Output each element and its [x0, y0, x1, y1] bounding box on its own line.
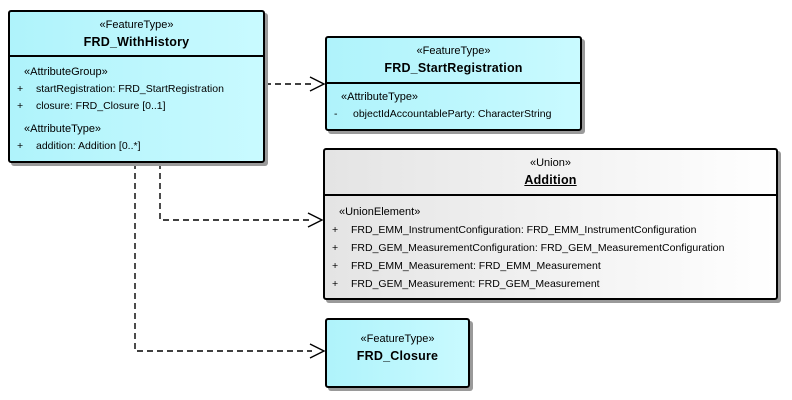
class-name: FRD_StartRegistration: [384, 61, 523, 75]
attribute-label: objectIdAccountableParty: CharacterStrin…: [353, 108, 552, 120]
stereotype-label: «FeatureType»: [360, 333, 435, 345]
union-element-heading: «UnionElement»: [339, 206, 421, 218]
class-header: «FeatureType» FRD_Closure: [327, 320, 468, 386]
visibility-marker: +: [332, 260, 339, 272]
dependency-arrow-withhistory-to-addition[interactable]: [159, 163, 324, 228]
class-name: FRD_Closure: [356, 349, 439, 363]
stereotype-label: «FeatureType»: [416, 45, 491, 57]
class-name: FRD_WithHistory: [83, 35, 190, 49]
visibility-marker: +: [332, 224, 339, 236]
attribute-compartment: «AttributeType» - objectIdAccountablePar…: [327, 84, 580, 123]
attribute-label: FRD_GEM_MeasurementConfiguration: FRD_GE…: [351, 242, 725, 254]
attribute-row[interactable]: + closure: FRD_Closure [0..1]: [10, 98, 263, 115]
attribute-label: FRD_GEM_Measurement: FRD_GEM_Measurement: [351, 278, 600, 290]
attribute-row[interactable]: + FRD_GEM_Measurement: FRD_GEM_Measureme…: [325, 275, 776, 293]
class-box-frd-startregistration[interactable]: «FeatureType» FRD_StartRegistration «Att…: [325, 36, 582, 131]
visibility-marker: -: [334, 108, 338, 120]
attribute-type-heading: «AttributeType»: [24, 123, 102, 135]
visibility-marker: +: [332, 278, 339, 290]
visibility-marker: +: [17, 140, 24, 152]
attribute-label: addition: Addition [0..*]: [36, 140, 141, 152]
class-box-frd-withhistory[interactable]: «FeatureType» FRD_WithHistory «Attribute…: [8, 10, 265, 163]
class-name: Addition: [524, 173, 577, 187]
class-header: «Union» Addition: [325, 150, 776, 196]
class-box-addition[interactable]: «Union» Addition «UnionElement» + FRD_EM…: [323, 148, 778, 300]
attribute-label: startRegistration: FRD_StartRegistration: [36, 83, 224, 95]
attribute-label: closure: FRD_Closure [0..1]: [36, 100, 166, 112]
dependency-arrow-withhistory-to-closure[interactable]: [134, 163, 326, 359]
stereotype-label: «FeatureType»: [99, 19, 174, 31]
attribute-row[interactable]: + startRegistration: FRD_StartRegistrati…: [10, 81, 263, 98]
attribute-row[interactable]: + FRD_EMM_InstrumentConfiguration: FRD_E…: [325, 221, 776, 239]
visibility-marker: +: [17, 83, 24, 95]
class-header: «FeatureType» FRD_StartRegistration: [327, 38, 580, 84]
attribute-row[interactable]: - objectIdAccountableParty: CharacterStr…: [327, 106, 580, 123]
attribute-label: FRD_EMM_InstrumentConfiguration: FRD_EMM…: [351, 224, 697, 236]
stereotype-label: «Union»: [530, 157, 571, 169]
attribute-label: FRD_EMM_Measurement: FRD_EMM_Measurement: [351, 260, 601, 272]
attribute-compartment: «AttributeGroup» + startRegistration: FR…: [10, 57, 263, 155]
visibility-marker: +: [332, 242, 339, 254]
attribute-row[interactable]: + addition: Addition [0..*]: [10, 138, 263, 155]
union-element-compartment: «UnionElement» + FRD_EMM_InstrumentConfi…: [325, 196, 776, 293]
attribute-row[interactable]: + FRD_EMM_Measurement: FRD_EMM_Measureme…: [325, 257, 776, 275]
visibility-marker: +: [17, 100, 24, 112]
dependency-arrow-withhistory-to-startregistration[interactable]: [265, 76, 326, 92]
attribute-group-heading: «AttributeGroup»: [24, 66, 108, 78]
class-header: «FeatureType» FRD_WithHistory: [10, 12, 263, 57]
class-box-frd-closure[interactable]: «FeatureType» FRD_Closure: [325, 318, 470, 388]
attribute-row[interactable]: + FRD_GEM_MeasurementConfiguration: FRD_…: [325, 239, 776, 257]
attribute-type-heading: «AttributeType»: [341, 91, 419, 103]
